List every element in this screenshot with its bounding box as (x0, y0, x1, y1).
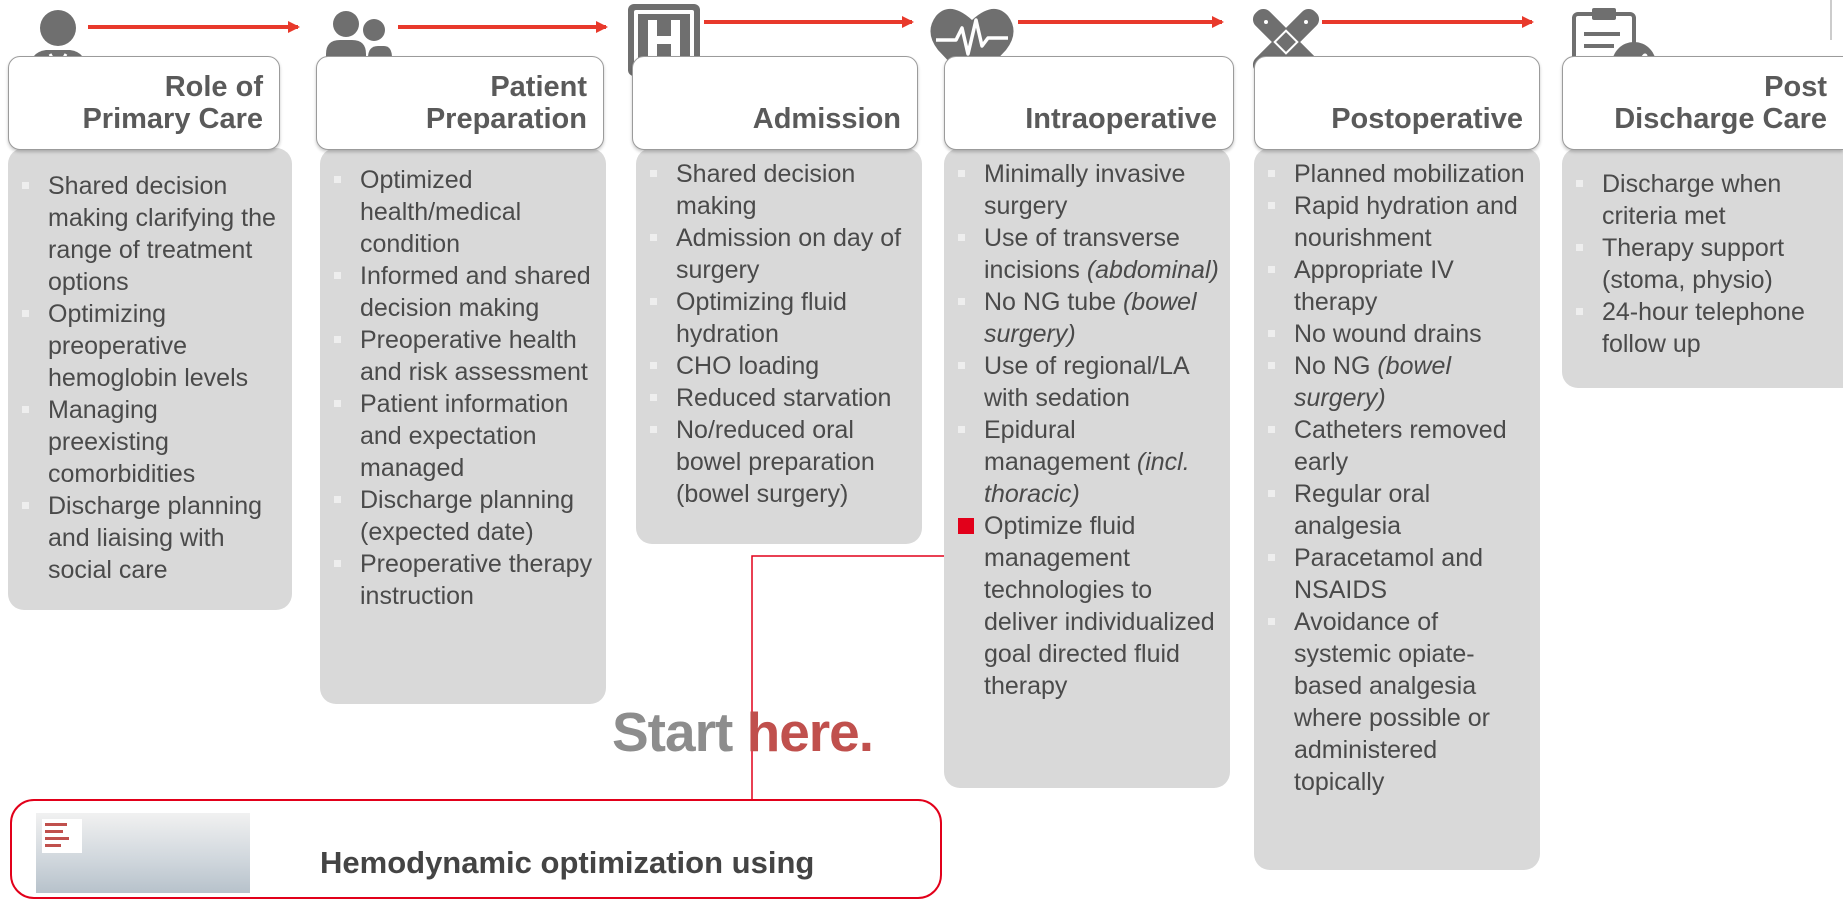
stage-items-intraoperative: Minimally invasive surgery Use of transv… (944, 158, 1220, 702)
list-item: CHO loading (636, 350, 912, 382)
list-item: Admission on day of surgery (636, 222, 912, 286)
list-item: Patient information and expectation mana… (320, 388, 596, 484)
stage-body-primary-care: Shared decision making clarifying the ra… (8, 148, 292, 610)
highlighted-list-item: Optimize fluid management technologies t… (944, 510, 1220, 702)
list-item: Minimally invasive surgery (944, 158, 1220, 222)
list-item: Appropriate IV therapy (1254, 254, 1530, 318)
stage-items-admission: Shared decision making Admission on day … (636, 158, 912, 510)
heartbeat-icon (930, 8, 1014, 87)
stage-title-primary-care: Role of Primary Care (82, 71, 263, 135)
list-item: Avoidance of systemic opiate-based analg… (1254, 606, 1530, 798)
list-item: No NG tube (bowel surgery) (944, 286, 1220, 350)
list-item: Optimized health/medical condition (320, 164, 596, 260)
stage-title-post-discharge: Post Discharge Care (1614, 71, 1827, 135)
list-item: Discharge planning and liaising with soc… (8, 490, 282, 586)
stage-title-patient-preparation: Patient Preparation (425, 71, 587, 135)
list-item: Reduced starvation (636, 382, 912, 414)
list-item: Use of regional/LA with sedation (944, 350, 1220, 414)
list-item: Optimizing preoperative hemoglobin level… (8, 298, 282, 394)
stage-header-patient-preparation: Patient Preparation (316, 56, 604, 150)
list-item: 24-hour telephone follow up (1562, 296, 1833, 360)
list-item: Rapid hydration and nourishment (1254, 190, 1530, 254)
stage-title-intraoperative: Intraoperative (1025, 103, 1217, 135)
list-item: Epidural management (incl. thoracic) (944, 414, 1220, 510)
callout-thumbnail (36, 813, 250, 893)
list-item: Use of transverse incisions (abdominal) (944, 222, 1220, 286)
list-item: No wound drains (1254, 318, 1530, 350)
stage-items-patient-preparation: Optimized health/medical condition Infor… (320, 164, 596, 612)
list-item: No NG (bowel surgery) (1254, 350, 1530, 414)
list-item: Catheters removed early (1254, 414, 1530, 478)
list-item: No/reduced oral bowel preparation (bowel… (636, 414, 912, 510)
list-item: Managing preexisting comorbidities (8, 394, 282, 490)
stage-items-postoperative: Planned mobilization Rapid hydration and… (1254, 158, 1530, 798)
stage-header-postoperative: Postoperative (1254, 56, 1540, 150)
list-item: Planned mobilization (1254, 158, 1530, 190)
list-item: Discharge planning (expected date) (320, 484, 596, 548)
start-here-label: Start here. (612, 701, 874, 763)
stage-header-admission: Admission (632, 56, 918, 150)
list-item: Preoperative health and risk assessment (320, 324, 596, 388)
stage-title-postoperative: Postoperative (1331, 103, 1523, 135)
list-item: Paracetamol and NSAIDS (1254, 542, 1530, 606)
stage-items-post-discharge: Discharge when criteria met Therapy supp… (1562, 168, 1833, 360)
stage-header-intraoperative: Intraoperative (944, 56, 1234, 150)
list-item: Optimizing fluid hydration (636, 286, 912, 350)
stage-header-post-discharge: Post Discharge Care (1562, 56, 1843, 150)
stage-title-admission: Admission (752, 103, 901, 135)
stage-body-patient-preparation: Optimized health/medical condition Infor… (320, 148, 606, 704)
list-item: Shared decision making clarifying the ra… (8, 170, 282, 298)
list-item: Preoperative therapy instruction (320, 548, 596, 612)
program-logo-icon (42, 819, 82, 853)
stage-body-intraoperative: Minimally invasive surgery Use of transv… (944, 148, 1230, 788)
list-item: Discharge when criteria met (1562, 168, 1833, 232)
stage-body-post-discharge: Discharge when criteria met Therapy supp… (1562, 148, 1843, 388)
stage-items-primary-care: Shared decision making clarifying the ra… (8, 170, 282, 586)
stage-body-postoperative: Planned mobilization Rapid hydration and… (1254, 148, 1540, 870)
callout-connector (751, 555, 960, 799)
callout-box: Hemodynamic optimization using (10, 799, 942, 899)
callout-title: Hemodynamic optimization using (320, 845, 815, 880)
list-item: Shared decision making (636, 158, 912, 222)
list-item: Regular oral analgesia (1254, 478, 1530, 542)
list-item: Therapy support (stoma, physio) (1562, 232, 1833, 296)
flow-arrows (88, 16, 1534, 33)
list-item: Informed and shared decision making (320, 260, 596, 324)
stage-header-primary-care: Role of Primary Care (8, 56, 280, 150)
stage-body-admission: Shared decision making Admission on day … (636, 148, 922, 544)
corner-divider (1830, 0, 1832, 40)
